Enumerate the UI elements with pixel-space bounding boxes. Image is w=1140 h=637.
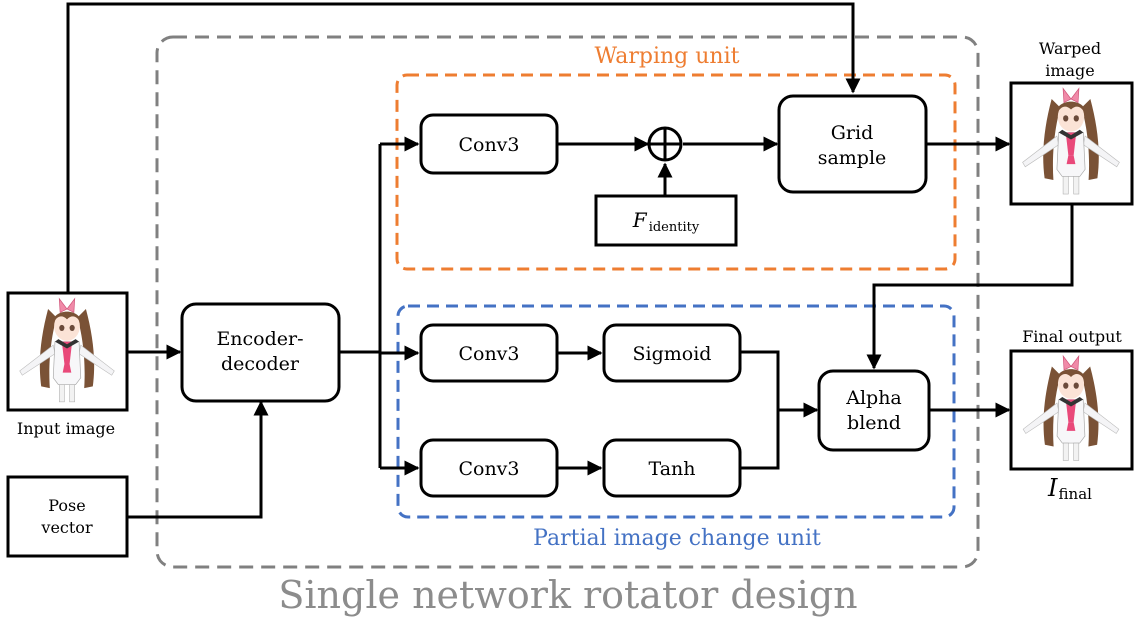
grid-sample-line2: sample [818, 147, 887, 169]
warped-image-line1: Warped [1039, 39, 1101, 58]
pose-vector-line2: vector [40, 518, 93, 537]
tanh-block [602, 438, 742, 498]
grid-sample-line1: Grid [831, 122, 874, 144]
warped-image-line2: image [1045, 61, 1095, 80]
partial-unit-label: Partial image change unit [533, 526, 821, 551]
final-output-image [1009, 349, 1134, 471]
alpha-blend-line2: blend [847, 412, 901, 434]
i-final-label: Ifinal [1047, 474, 1092, 503]
f-identity-sub: identity [649, 220, 700, 235]
warping-unit-label: Warping unit [595, 44, 740, 69]
circled-plus-icon [647, 126, 683, 162]
conv3-alpha-block [419, 323, 559, 383]
grid-sample-block [777, 94, 928, 194]
diagram-title: Single network rotator design [278, 573, 857, 617]
final-output-label: Final output [1022, 327, 1122, 346]
conv3-warp-block [419, 113, 559, 175]
f-identity-main: F [632, 208, 648, 232]
conv3-color-label: Conv3 [458, 458, 519, 480]
conv3-warp-label: Conv3 [458, 134, 519, 156]
encoder-decoder-block [180, 302, 341, 403]
connectors [66, 2, 1074, 519]
tanh-label: Tanh [649, 458, 696, 480]
input-image-label: Input image [17, 419, 115, 438]
pose-vector-box [6, 475, 129, 558]
warped-image [1009, 81, 1134, 206]
encoder-decoder-line2: decoder [221, 353, 300, 375]
encoder-decoder-line1: Encoder- [216, 328, 303, 350]
sigmoid-block [602, 323, 742, 383]
outer-network-container [155, 35, 980, 569]
alpha-blend-block [817, 369, 931, 452]
pose-vector-line1: Pose [48, 496, 85, 515]
input-image [6, 291, 129, 412]
i-final-sub: final [1059, 485, 1093, 503]
conv3-alpha-label: Conv3 [458, 343, 519, 365]
warping-unit-container [395, 73, 957, 271]
conv3-color-block [419, 438, 559, 498]
f-identity-block [594, 194, 738, 247]
alpha-blend-line1: Alpha [845, 387, 902, 409]
sigmoid-label: Sigmoid [633, 343, 712, 365]
i-final-main: I [1047, 474, 1058, 502]
